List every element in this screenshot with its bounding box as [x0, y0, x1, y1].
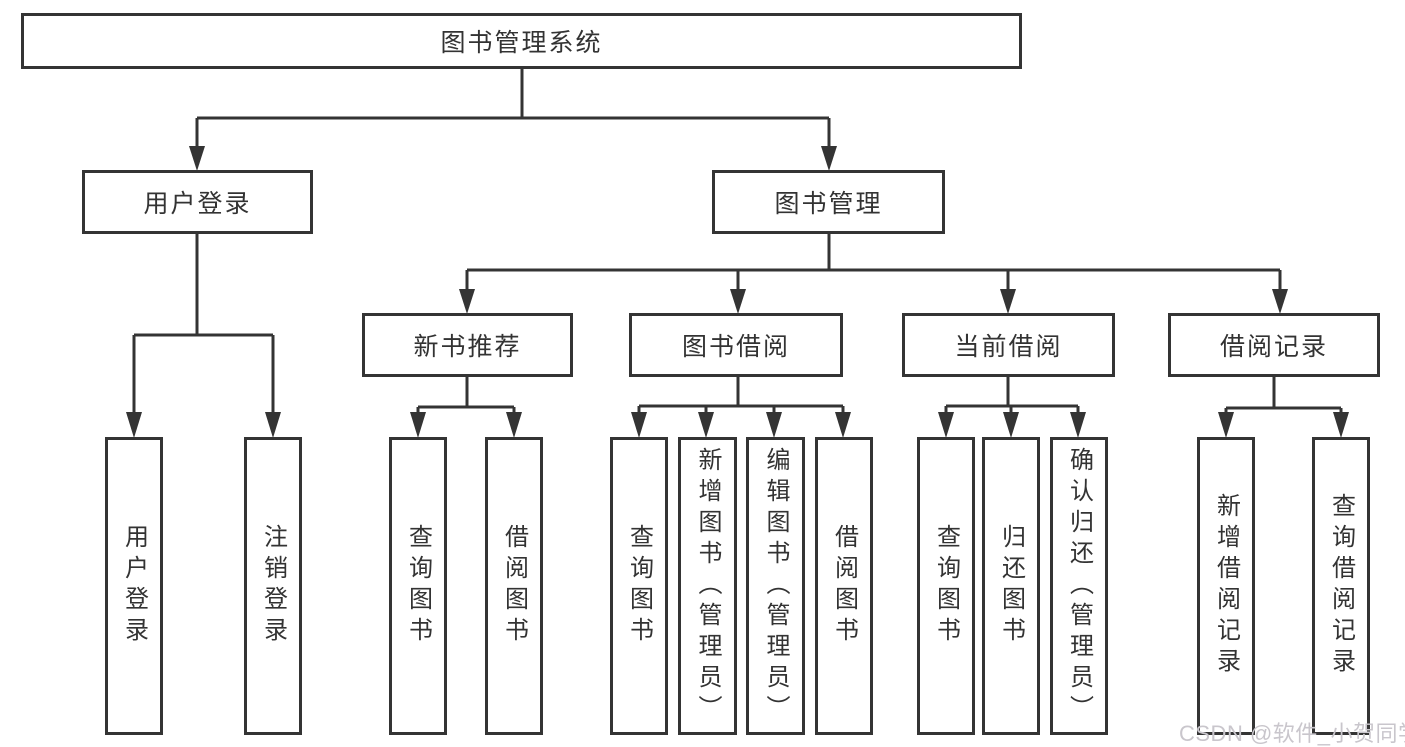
node-borrowing-records: 借阅记录	[1168, 313, 1380, 377]
node-borrow-books-borrowing: 借阅图书	[815, 437, 873, 735]
node-query-books-recommend: 查询图书	[389, 437, 447, 735]
edges-new-book-recommendation	[410, 376, 522, 438]
node-current-borrowing: 当前借阅	[902, 313, 1115, 377]
edges-root	[189, 68, 837, 171]
node-query-borrowing-record: 查询借阅记录	[1312, 437, 1370, 735]
node-book-management: 图书管理	[712, 170, 945, 234]
node-return-books: 归还图书	[982, 437, 1040, 735]
edges-book-borrowing	[631, 376, 851, 438]
watermark: CSDN @软件_小贺同学	[1179, 721, 1405, 746]
node-root: 图书管理系统	[21, 13, 1022, 69]
node-user-login-action: 用户登录	[105, 437, 163, 735]
node-confirm-return-admin: 确认归还（管理员）	[1050, 437, 1108, 735]
node-new-book-recommendation: 新书推荐	[362, 313, 573, 377]
node-query-books-current: 查询图书	[917, 437, 975, 735]
edges-borrowing-records	[1218, 376, 1349, 438]
node-add-books-admin: 新增图书（管理员）	[678, 437, 737, 735]
node-logout: 注销登录	[244, 437, 302, 735]
edges-current-borrowing	[938, 376, 1086, 438]
node-book-borrowing: 图书借阅	[629, 313, 843, 377]
node-user-login: 用户登录	[82, 170, 313, 234]
edges-user-login	[126, 233, 281, 438]
edges-book-management	[459, 233, 1288, 314]
node-query-books-borrowing: 查询图书	[610, 437, 668, 735]
node-borrow-books-recommend: 借阅图书	[485, 437, 543, 735]
node-edit-books-admin: 编辑图书（管理员）	[746, 437, 805, 735]
node-add-borrowing-record: 新增借阅记录	[1197, 437, 1255, 735]
